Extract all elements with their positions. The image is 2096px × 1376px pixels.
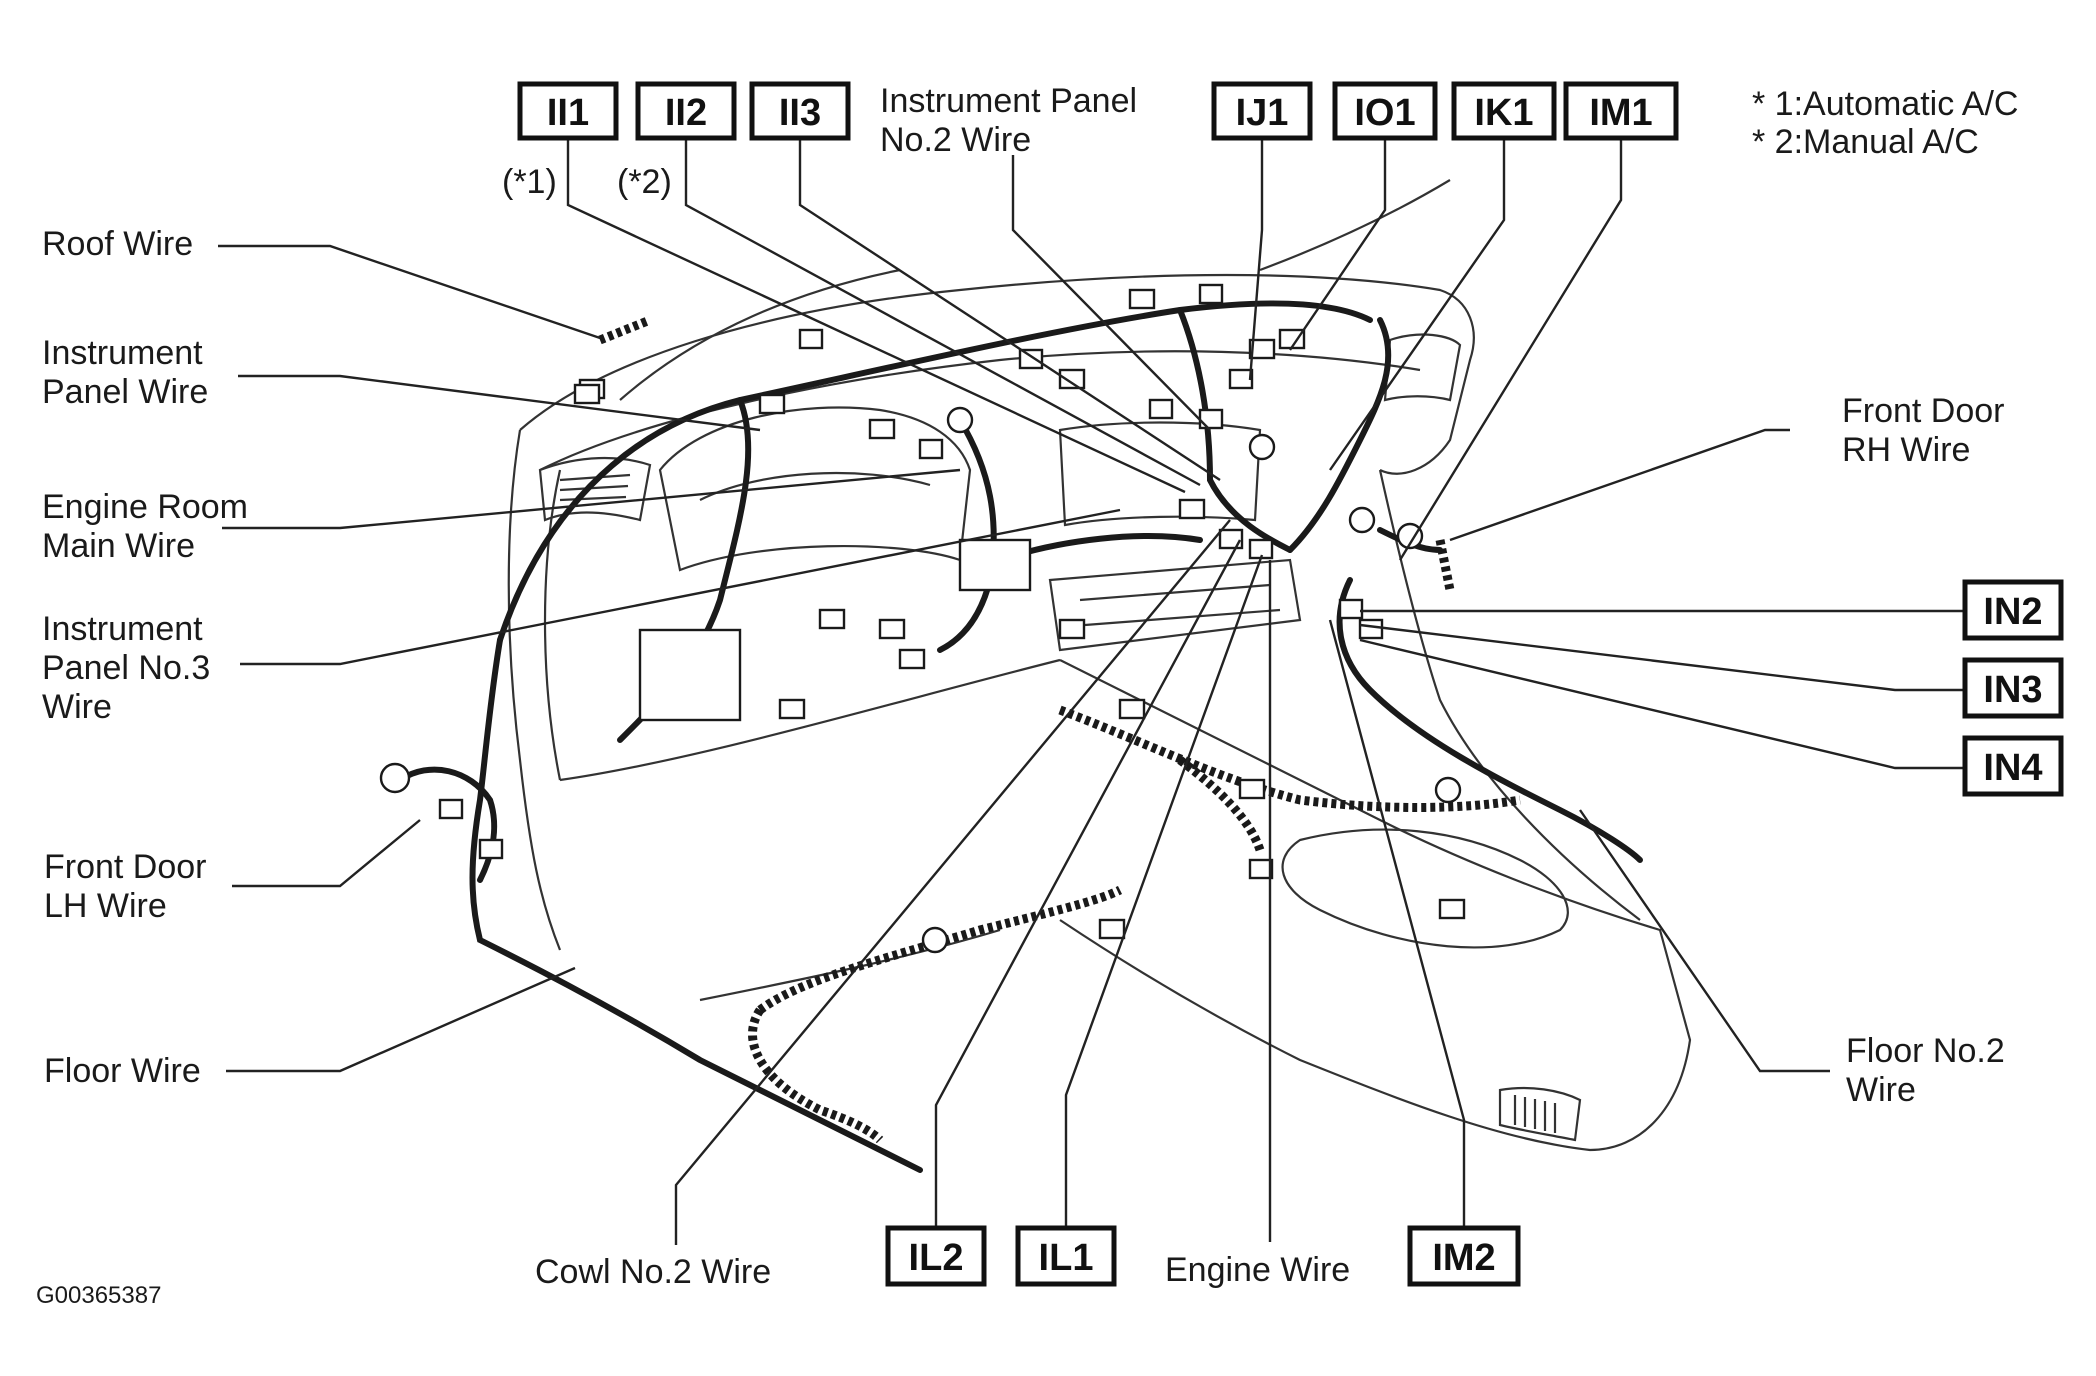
harness-connectors: [379, 283, 1466, 954]
footnote-mark-auto: (*1): [502, 163, 557, 201]
svg-text:Engine Wire: Engine Wire: [1165, 1251, 1350, 1289]
svg-text:IO1: IO1: [1354, 92, 1415, 134]
connector-box-IN3: IN3: [1962, 657, 2064, 719]
svg-text:II2: II2: [665, 92, 707, 134]
label-front-door-lh-wire: Front Door LH Wire: [44, 848, 207, 925]
svg-text:No.2 Wire: No.2 Wire: [880, 121, 1031, 159]
svg-text:Instrument: Instrument: [42, 610, 203, 648]
connector-box-IN4: IN4: [1962, 735, 2064, 797]
connector-box-II3: II3: [749, 81, 851, 141]
svg-text:IL2: IL2: [909, 1237, 964, 1279]
label-instrument-panel-no3-wire: Instrument Panel No.3 Wire: [42, 610, 210, 726]
label-instrument-panel-no2-wire: Instrument Panel No.2 Wire: [880, 82, 1137, 159]
dashboard-illustration: [507, 179, 1692, 1152]
label-roof-wire: Roof Wire: [42, 225, 193, 263]
svg-text:Panel Wire: Panel Wire: [42, 373, 208, 411]
svg-text:Panel No.3: Panel No.3: [42, 649, 210, 687]
connector-box-IM2: IM2: [1407, 1225, 1521, 1287]
connector-box-IL2: IL2: [885, 1225, 987, 1287]
svg-text:Engine Room: Engine Room: [42, 488, 248, 526]
label-floor-no2-wire: Floor No.2 Wire: [1846, 1032, 2005, 1109]
label-instrument-panel-wire: Instrument Panel Wire: [42, 334, 208, 411]
svg-text:IL1: IL1: [1039, 1237, 1094, 1279]
svg-text:Wire: Wire: [1846, 1071, 1916, 1109]
svg-text:Front Door: Front Door: [1842, 392, 2005, 430]
footnote-mark-manual: (*2): [617, 163, 672, 201]
svg-text:Front Door: Front Door: [44, 848, 207, 886]
svg-text:Floor No.2: Floor No.2: [1846, 1032, 2005, 1070]
svg-text:IN4: IN4: [1983, 747, 2042, 789]
svg-text:Cowl No.2 Wire: Cowl No.2 Wire: [535, 1253, 771, 1291]
label-front-door-rh-wire: Front Door RH Wire: [1842, 392, 2005, 469]
svg-text:IJ1: IJ1: [1236, 92, 1289, 134]
svg-text:* 2:Manual A/C: * 2:Manual A/C: [1752, 123, 1979, 161]
connector-box-IM1: IM1: [1563, 81, 1679, 141]
drawing-id: G00365387: [36, 1282, 161, 1309]
svg-text:Instrument Panel: Instrument Panel: [880, 82, 1137, 120]
connector-box-II1: II1: [517, 81, 619, 141]
connector-box-IK1: IK1: [1451, 81, 1557, 141]
svg-text:IN2: IN2: [1983, 591, 2042, 633]
connector-box-IO1: IO1: [1332, 81, 1438, 141]
svg-text:LH Wire: LH Wire: [44, 887, 167, 925]
svg-text:II1: II1: [547, 92, 589, 134]
svg-text:IN3: IN3: [1983, 669, 2042, 711]
connector-box-IN2: IN2: [1962, 579, 2064, 641]
svg-text:II3: II3: [779, 92, 821, 134]
connector-box-II2: II2: [635, 81, 737, 141]
footnote-legend: * 1:Automatic A/C * 2:Manual A/C: [1752, 85, 2018, 161]
svg-text:IM2: IM2: [1432, 1237, 1495, 1279]
svg-text:RH Wire: RH Wire: [1842, 431, 1970, 469]
wire-harness: [397, 300, 1643, 1173]
svg-text:Wire: Wire: [42, 688, 112, 726]
connector-box-IL1: IL1: [1015, 1225, 1117, 1287]
svg-text:Instrument: Instrument: [42, 334, 203, 372]
svg-text:IK1: IK1: [1474, 92, 1533, 134]
label-cowl-no2-wire: Cowl No.2 Wire: [535, 1253, 771, 1291]
leader-lines: [218, 138, 1965, 1245]
svg-text:* 1:Automatic A/C: * 1:Automatic A/C: [1752, 85, 2018, 123]
svg-text:Main Wire: Main Wire: [42, 527, 195, 565]
svg-text:Roof Wire: Roof Wire: [42, 225, 193, 263]
label-engine-room-main-wire: Engine Room Main Wire: [42, 488, 248, 565]
connector-box-IJ1: IJ1: [1211, 81, 1313, 141]
svg-text:Floor Wire: Floor Wire: [44, 1052, 201, 1090]
label-floor-wire: Floor Wire: [44, 1052, 201, 1090]
label-engine-wire: Engine Wire: [1165, 1251, 1350, 1289]
svg-text:IM1: IM1: [1589, 92, 1652, 134]
